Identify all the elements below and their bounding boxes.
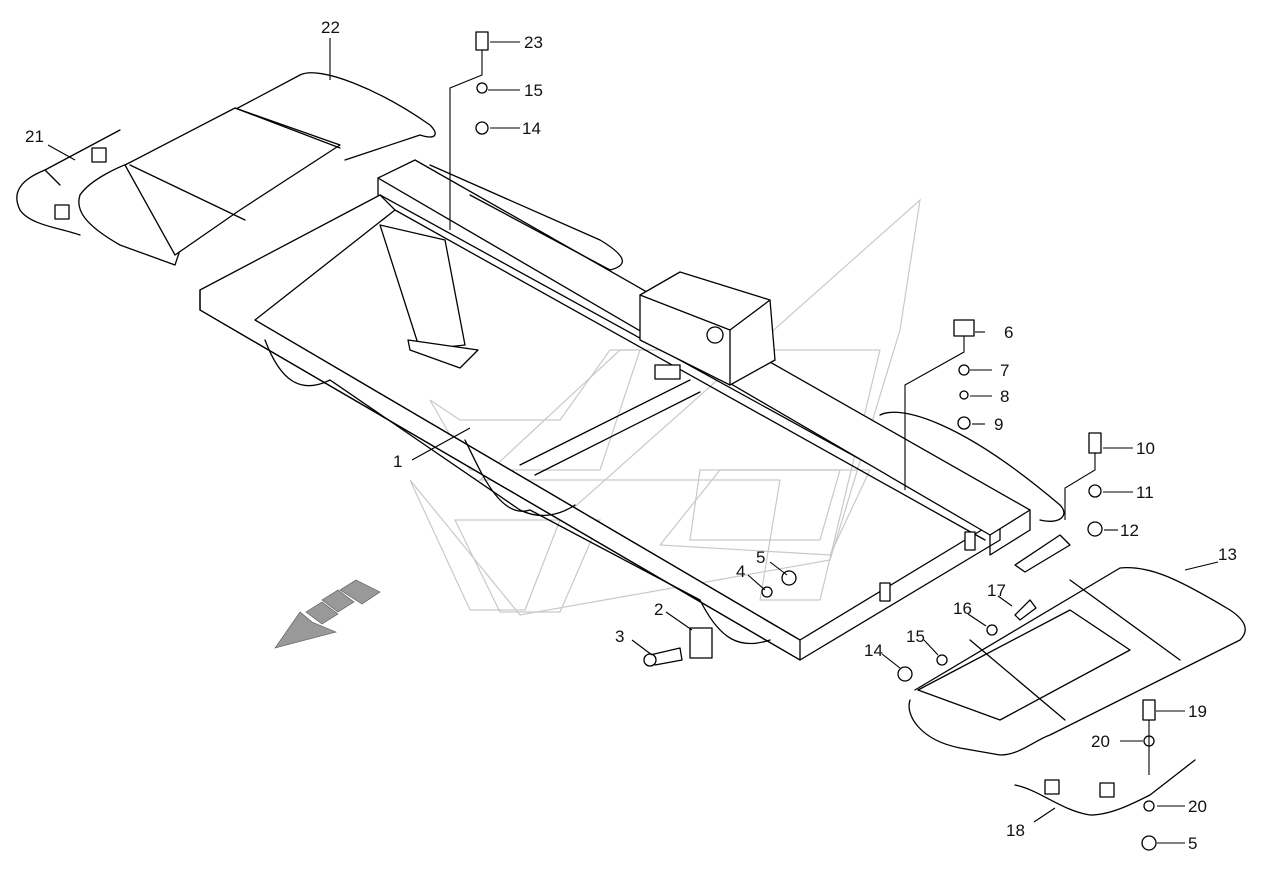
callout-4: 4 bbox=[736, 562, 745, 581]
callout-11: 11 bbox=[1136, 483, 1154, 502]
callout-5: 5 bbox=[1188, 834, 1197, 853]
clamp-right bbox=[1014, 759, 1196, 816]
callout-15: 15 bbox=[906, 627, 925, 646]
callout-18: 18 bbox=[1006, 821, 1025, 840]
hood-right bbox=[908, 566, 1246, 756]
callout-21: 21 bbox=[25, 127, 44, 146]
fasteners bbox=[475, 31, 1157, 851]
callout-9: 9 bbox=[994, 415, 1003, 434]
callout-17: 17 bbox=[987, 581, 1006, 600]
callout-20: 20 bbox=[1188, 797, 1207, 816]
callout-labels: 1 2 3 4 5 5 6 7 8 9 10 11 12 13 14 14 15… bbox=[25, 18, 1237, 853]
callout-14: 14 bbox=[864, 641, 883, 660]
callout-20: 20 bbox=[1091, 732, 1110, 751]
callout-23: 23 bbox=[524, 33, 543, 52]
callout-15: 15 bbox=[524, 81, 543, 100]
clamp-left bbox=[16, 129, 121, 236]
hood-left bbox=[78, 72, 436, 266]
callout-14: 14 bbox=[522, 119, 541, 138]
callout-22: 22 bbox=[321, 18, 340, 37]
callout-16: 16 bbox=[953, 599, 972, 618]
direction-arrow-icon bbox=[274, 579, 381, 649]
callout-3: 3 bbox=[615, 627, 624, 646]
callout-13: 13 bbox=[1218, 545, 1237, 564]
callout-5: 5 bbox=[756, 548, 765, 567]
callout-7: 7 bbox=[1000, 361, 1009, 380]
leader-lines bbox=[47, 38, 1219, 844]
callout-19: 19 bbox=[1188, 702, 1207, 721]
callout-12: 12 bbox=[1120, 521, 1139, 540]
callout-1: 1 bbox=[393, 452, 402, 471]
callout-10: 10 bbox=[1136, 439, 1155, 458]
callout-2: 2 bbox=[654, 600, 663, 619]
main-frame bbox=[199, 159, 1071, 661]
callout-8: 8 bbox=[1000, 387, 1009, 406]
callout-6: 6 bbox=[1004, 323, 1013, 342]
